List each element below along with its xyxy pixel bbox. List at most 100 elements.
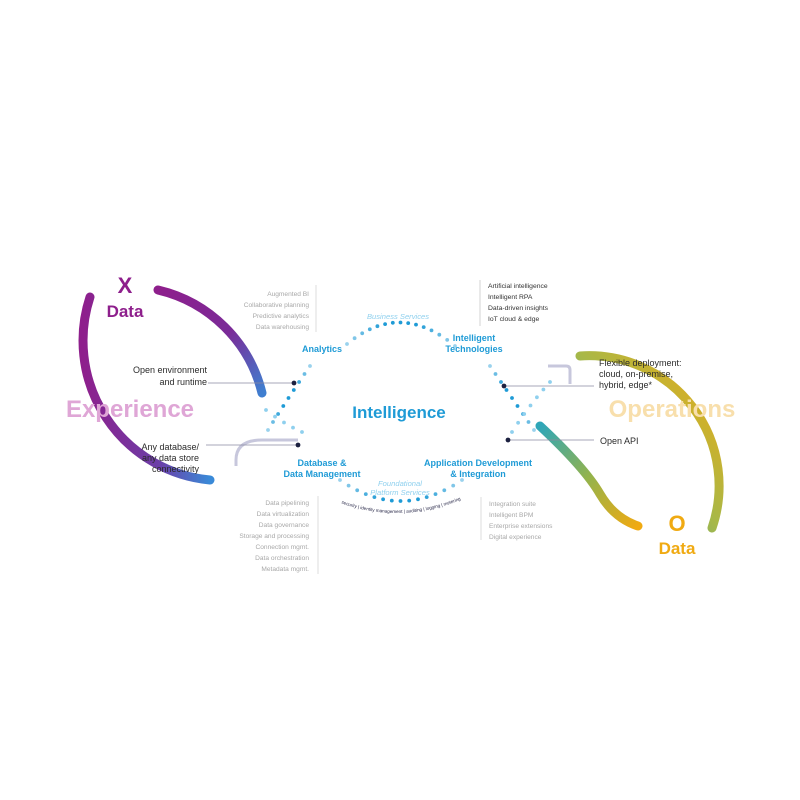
callout-lines [206,380,594,448]
dot [510,430,514,434]
dot [515,404,520,408]
dot [398,320,403,325]
foundational-tags-path: security | identity management | auditin… [341,496,462,514]
left-arc-main [78,292,215,485]
dot [442,488,447,493]
dot [516,420,520,425]
left-diagonal-dots [266,364,312,432]
list-item: Intelligent RPA [488,294,533,301]
analytics-list: Augmented BI Collaborative planning Pred… [244,285,317,332]
odata-letter: O [668,511,685,536]
left-arc-upper [153,285,267,398]
list-item: Intelligent BPM [489,512,533,519]
dot [300,430,304,434]
dot [548,380,552,384]
list-item: Metadata mgmt. [261,566,309,573]
foundational-dots [338,478,464,503]
dot [308,364,312,368]
dot [360,331,365,336]
experience-label: Experience [66,396,194,423]
dot [281,404,286,408]
open-environment-line-2: and runtime [159,377,207,387]
appdev-list: Integration suite Intelligent BPM Enterp… [480,497,553,541]
dot [541,387,546,392]
dot [416,497,420,502]
dot [282,420,286,425]
intelligent-technologies-list: Artificial intelligence Intelligent RPA … [479,280,549,326]
dot [488,364,492,368]
left-ghost-connector [234,438,298,466]
dot [398,499,403,503]
dot [291,388,296,392]
dot [352,336,357,341]
right-ghost-connector [548,364,572,384]
dot [372,495,377,499]
flexible-deployment-line-3: hybrid, edge* [599,380,653,390]
dot [504,388,509,392]
flexible-deployment-line-1: Flexible deployment: [599,358,682,368]
dot [381,497,385,502]
list-item: Enterprise extensions [489,523,553,530]
open-api-label: Open API [600,436,639,446]
list-item: Artificial intelligence [488,283,548,290]
xdata-word: Data [107,302,144,321]
dot [424,495,429,499]
list-item: Digital experience [489,534,542,541]
foundational-tags: security | identity management | auditin… [341,496,462,514]
analytics-title: Analytics [302,344,342,354]
any-database-line-2: any data store [142,453,199,463]
left-diagonal-dots-2 [264,408,304,434]
dot [375,324,380,329]
callout-node [291,380,297,386]
callout-node [295,442,301,448]
list-item: Storage and processing [239,533,309,540]
operations-label: Operations [609,396,736,423]
intelligent-technologies-title-2: Technologies [445,344,502,354]
foundational-label-2: Platform Services [370,488,430,497]
list-item: Data pipelining [265,500,309,507]
appdev-title-2: & Integration [450,469,506,479]
list-item: Data warehousing [256,324,309,331]
dot [528,403,533,408]
dot [273,414,277,419]
dot [276,412,280,416]
list-item: Collaborative planning [244,302,310,309]
dot [522,412,527,416]
list-item: Integration suite [489,501,536,508]
list-item: Data virtualization [257,511,310,518]
flexible-deployment-line-2: cloud, on-premise, [599,369,673,379]
dot [338,478,342,482]
right-diagonal-dots-2 [510,380,552,434]
database-title-1: Database & [297,458,347,468]
database-title-2: Data Management [283,469,360,479]
dot [437,332,442,337]
dot [286,396,291,400]
dot [367,327,372,332]
dot [266,428,270,432]
business-services-dots [345,320,457,348]
right-diagonal-dots [488,364,536,432]
dot [355,488,360,493]
dot [433,492,438,496]
dot [510,396,514,400]
dot [460,478,464,482]
open-environment-line-1: Open environment [133,365,208,375]
list-item: Connection mgmt. [255,544,309,551]
xdata-letter: X [118,273,133,298]
dot [421,325,426,329]
any-database-line-1: Any database/ [141,442,199,452]
list-item: IoT cloud & edge [488,316,539,323]
list-item: Data governance [259,522,310,529]
dot [532,428,536,432]
list-item: Data orchestration [255,555,309,562]
dot [291,425,295,430]
dot-paths [264,320,552,503]
database-list: Data pipelining Data virtualization Data… [239,496,319,574]
dot [390,320,395,325]
right-arc-main [575,351,724,533]
dot [451,483,456,488]
odata-word: Data [659,539,696,558]
operations-loop [535,351,724,533]
dot [535,395,539,400]
